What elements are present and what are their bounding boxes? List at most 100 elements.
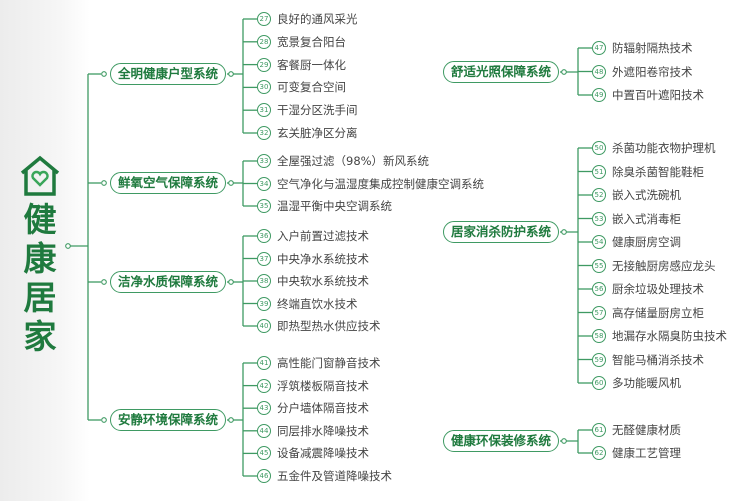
connector-dot bbox=[561, 438, 567, 444]
connector-dot bbox=[101, 417, 107, 423]
leaf-item: 48 外遮阳卷帘技术 bbox=[592, 63, 693, 81]
category-node[interactable]: 全明健康户型系统 bbox=[110, 63, 226, 85]
leaf-item: 42 浮筑楼板隔音技术 bbox=[257, 377, 369, 395]
category-node[interactable]: 洁净水质保障系统 bbox=[110, 271, 226, 293]
category-node[interactable]: 健康环保装修系统 bbox=[443, 430, 559, 452]
item-number-badge: 29 bbox=[257, 57, 271, 72]
item-number-badge: 33 bbox=[257, 154, 271, 168]
leaf-item: 46 五金件及管道降噪技术 bbox=[257, 467, 392, 485]
item-number-badge: 44 bbox=[257, 423, 271, 438]
leaf-item: 29 客餐厨一体化 bbox=[257, 56, 346, 74]
house-heart-icon bbox=[18, 155, 62, 201]
connector-dot bbox=[561, 69, 567, 75]
item-label: 全屋强过滤（98%）新风系统 bbox=[277, 154, 430, 168]
item-label: 嵌入式消毒柜 bbox=[612, 211, 681, 226]
category-node[interactable]: 舒适光照保障系统 bbox=[443, 61, 559, 83]
item-number-badge: 55 bbox=[592, 258, 606, 273]
item-label: 中央软水系统技术 bbox=[277, 274, 369, 288]
item-label: 中置百叶遮阳技术 bbox=[612, 88, 704, 102]
item-label: 五金件及管道降噪技术 bbox=[277, 469, 392, 483]
item-label: 高性能门窗静音技术 bbox=[277, 356, 381, 370]
item-number-badge: 35 bbox=[257, 199, 271, 213]
item-number-badge: 40 bbox=[257, 319, 271, 333]
leaf-item: 47 防辐射隔热技术 bbox=[592, 39, 693, 57]
item-number-badge: 53 bbox=[592, 211, 606, 226]
leaf-item: 51 除臭杀菌智能鞋柜 bbox=[592, 163, 704, 181]
leaf-item: 28 宽景复合阳台 bbox=[257, 33, 346, 51]
item-number-badge: 48 bbox=[592, 64, 606, 79]
item-number-badge: 30 bbox=[257, 80, 271, 95]
leaf-item: 56 厨余垃圾处理技术 bbox=[592, 280, 704, 298]
item-number-badge: 56 bbox=[592, 282, 606, 296]
connector-dot bbox=[101, 71, 107, 77]
item-label: 终端直饮水技术 bbox=[277, 296, 358, 311]
item-label: 杀菌功能衣物护理机 bbox=[612, 141, 716, 155]
item-label: 防辐射隔热技术 bbox=[612, 41, 693, 55]
item-number-badge: 36 bbox=[257, 229, 271, 243]
item-number-badge: 62 bbox=[592, 446, 606, 460]
item-number-badge: 27 bbox=[257, 12, 271, 26]
leaf-item: 62 健康工艺管理 bbox=[592, 444, 681, 462]
connector-dot bbox=[228, 417, 234, 423]
item-label: 入户前置过滤技术 bbox=[277, 229, 369, 243]
item-label: 地漏存水隔臭防虫技术 bbox=[612, 329, 727, 343]
leaf-item: 39 终端直饮水技术 bbox=[257, 295, 358, 313]
item-label: 健康厨房空调 bbox=[612, 235, 681, 249]
item-number-badge: 50 bbox=[592, 141, 606, 155]
item-label: 客餐厨一体化 bbox=[277, 57, 346, 72]
item-number-badge: 51 bbox=[592, 164, 606, 179]
item-label: 设备减震降噪技术 bbox=[277, 446, 369, 461]
item-label: 干湿分区洗手间 bbox=[277, 103, 358, 118]
item-label: 良好的通风采光 bbox=[277, 12, 358, 26]
item-number-badge: 47 bbox=[592, 41, 606, 55]
item-number-badge: 28 bbox=[257, 34, 271, 49]
item-number-badge: 34 bbox=[257, 176, 271, 191]
item-label: 温湿平衡中央空调系统 bbox=[277, 199, 392, 213]
item-label: 外遮阳卷帘技术 bbox=[612, 64, 693, 79]
item-number-badge: 57 bbox=[592, 305, 606, 320]
leaf-item: 58 地漏存水隔臭防虫技术 bbox=[592, 327, 727, 345]
item-label: 除臭杀菌智能鞋柜 bbox=[612, 164, 704, 179]
item-label: 健康工艺管理 bbox=[612, 446, 681, 460]
item-number-badge: 39 bbox=[257, 296, 271, 311]
item-number-badge: 42 bbox=[257, 378, 271, 393]
category-node[interactable]: 居家消杀防护系统 bbox=[443, 221, 559, 243]
leaf-item: 27 良好的通风采光 bbox=[257, 10, 358, 28]
item-label: 高存储量厨房立柜 bbox=[612, 305, 704, 320]
category-node[interactable]: 鲜氧空气保障系统 bbox=[110, 172, 226, 194]
item-label: 厨余垃圾处理技术 bbox=[612, 282, 704, 296]
leaf-item: 50 杀菌功能衣物护理机 bbox=[592, 139, 716, 157]
item-label: 多功能暖风机 bbox=[612, 376, 681, 390]
connector-dot bbox=[228, 279, 234, 285]
item-number-badge: 38 bbox=[257, 274, 271, 288]
connector-dot bbox=[65, 243, 71, 249]
connector-dot bbox=[101, 180, 107, 186]
connector-dot bbox=[101, 279, 107, 285]
item-label: 可变复合空间 bbox=[277, 80, 346, 95]
item-label: 宽景复合阳台 bbox=[277, 34, 346, 49]
item-label: 分户墙体隔音技术 bbox=[277, 401, 369, 416]
leaf-item: 57 高存储量厨房立柜 bbox=[592, 304, 704, 322]
root-title: 健康居家 bbox=[23, 200, 57, 356]
item-number-badge: 46 bbox=[257, 469, 271, 483]
item-label: 无醛健康材质 bbox=[612, 423, 681, 437]
item-label: 浮筑楼板隔音技术 bbox=[277, 378, 369, 393]
connector-dot bbox=[228, 180, 234, 186]
item-number-badge: 58 bbox=[592, 329, 606, 343]
item-number-badge: 45 bbox=[257, 446, 271, 461]
category-node[interactable]: 安静环境保障系统 bbox=[110, 409, 226, 431]
item-number-badge: 52 bbox=[592, 188, 606, 202]
